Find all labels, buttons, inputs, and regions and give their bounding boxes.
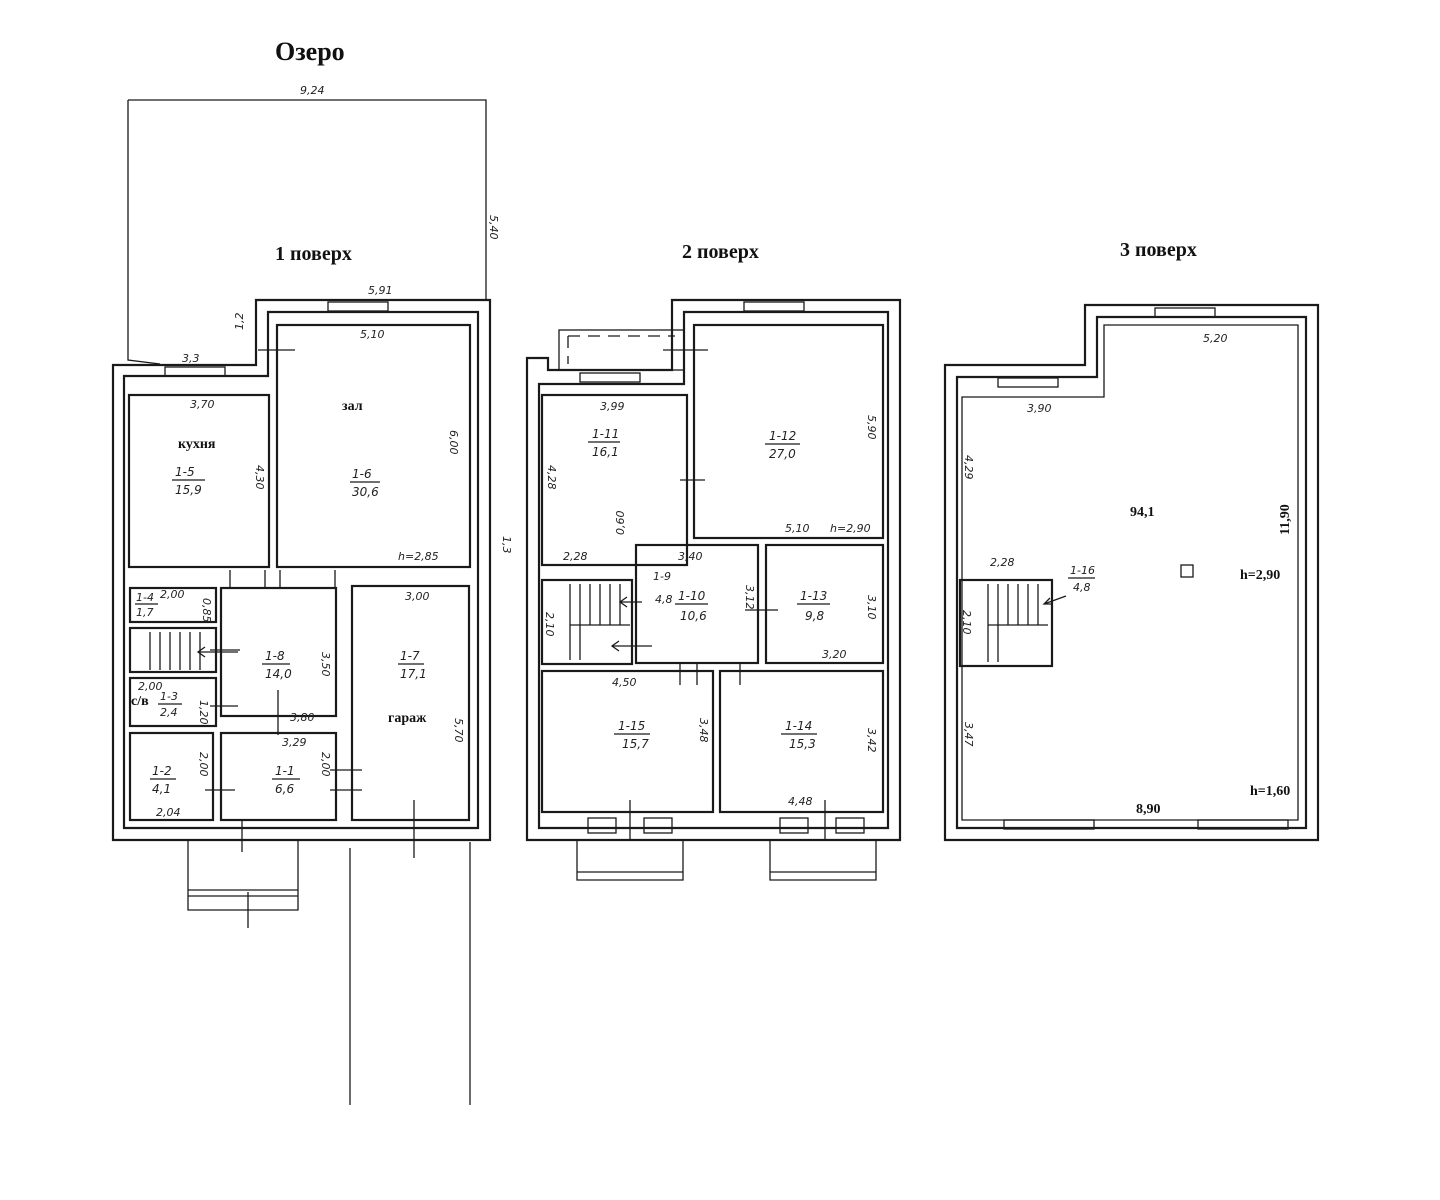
r12-h: 5,90: [865, 415, 878, 440]
f3-left2: 3,47: [962, 722, 975, 747]
r15-w: 4,50: [612, 676, 637, 689]
r2-w: 2,04: [156, 806, 181, 819]
garage-name: гараж: [388, 711, 427, 726]
r11-b: 2,28: [563, 550, 588, 563]
r1-area: 6,6: [275, 782, 294, 796]
hall-area: 14,0: [265, 667, 292, 681]
r15-h: 3,48: [697, 718, 710, 743]
terrace-depth: 5,40: [487, 215, 500, 240]
r2-id: 1-2: [152, 764, 172, 778]
f3-top: 5,20: [1203, 332, 1228, 345]
f3-left1: 4,29: [962, 455, 975, 480]
wc-area: 2,4: [160, 706, 178, 719]
kitchen-area: 15,9: [175, 483, 202, 497]
r9-area: 4,8: [655, 593, 673, 606]
garage-id: 1-7: [400, 649, 420, 663]
r9-h: 2,10: [543, 612, 556, 637]
f3-stairs-area: 4,8: [1073, 581, 1091, 594]
r11-s: 0,60: [614, 511, 627, 536]
r9-id: 1-9: [653, 570, 671, 583]
hall-w: 3,80: [290, 711, 315, 724]
r4-w: 2,00: [160, 588, 185, 601]
r4-h: 0,85: [200, 598, 213, 623]
lake-label: Озеро: [275, 37, 345, 66]
hall-id: 1-8: [265, 649, 285, 663]
terrace-top: 5,91: [368, 284, 393, 297]
r2-h: 2,00: [197, 752, 210, 777]
terrace-outline: [127, 99, 487, 365]
living-area: 30,6: [352, 485, 379, 499]
f3-stairs-h: 2,10: [960, 610, 973, 635]
r2-area: 4,1: [152, 782, 171, 796]
floor1-plan: 9,24 5,40 5,91 3,3 1,2 зал 1-6 30,6: [111, 84, 500, 1105]
kitchen-w: 3,70: [190, 398, 215, 411]
r12-id: 1-12: [769, 429, 796, 443]
f3-area: 94,1: [1130, 505, 1155, 520]
living-h: 6,00: [447, 430, 460, 455]
garage-area: 17,1: [400, 667, 427, 681]
r10-area: 10,6: [680, 609, 707, 623]
r10-h: 3,12: [743, 585, 756, 610]
r12-area: 27,0: [769, 447, 796, 461]
r4-id: 1-4: [136, 591, 154, 604]
f3-stairs-id: 1-16: [1070, 564, 1095, 577]
r11-id: 1-11: [592, 427, 619, 441]
r13-h: 3,10: [865, 595, 878, 620]
r14-h: 3,42: [865, 728, 878, 753]
living-id: 1-6: [352, 467, 372, 481]
r13-id: 1-13: [800, 589, 827, 603]
r11-w: 3,99: [600, 400, 625, 413]
r15-area: 15,7: [622, 737, 649, 751]
r10-w: 3,40: [678, 550, 703, 563]
kitchen-h: 4,30: [253, 465, 266, 490]
floor3-plan: 94,1 5,20 3,90 4,29 11,90 h=2,90 1-16 4,…: [943, 303, 1320, 842]
kitchen-name: кухня: [178, 437, 216, 452]
terrace-width: 9,24: [300, 84, 325, 97]
r14-id: 1-14: [785, 719, 812, 733]
f3-right: 11,90: [1278, 504, 1293, 535]
r11-h: 4,28: [545, 465, 558, 490]
garage-w: 3,00: [405, 590, 430, 603]
hall-h: 3,50: [319, 652, 332, 677]
floor2-plan: 1,3 1-11 16,1 3,99 4,28 2,28 0,60 1-12 2…: [500, 298, 902, 881]
r14-w: 4,48: [788, 795, 813, 808]
floor2-title: 2 поверх: [682, 241, 759, 263]
r4-area: 1,7: [136, 606, 154, 619]
f2-side: 1,3: [500, 536, 513, 554]
garage-h: 5,70: [452, 718, 465, 743]
r1-w: 3,29: [282, 736, 307, 749]
f3-h2: h=1,60: [1250, 784, 1290, 799]
living-w: 5,10: [360, 328, 385, 341]
r11-area: 16,1: [592, 445, 619, 459]
living-note: h=2,85: [398, 550, 439, 563]
terrace-small: 1,2: [233, 313, 246, 331]
f3-bottom: 8,90: [1136, 802, 1161, 817]
living-name: зал: [342, 399, 363, 414]
r13-w: 3,20: [822, 648, 847, 661]
floor3-title: 3 поверх: [1120, 239, 1197, 261]
r14-area: 15,3: [789, 737, 816, 751]
floor1-title: 1 поверх: [275, 243, 352, 265]
f3-w: 3,90: [1027, 402, 1052, 415]
r1-h: 2,00: [319, 752, 332, 777]
wc-w: 2,00: [138, 680, 163, 693]
wc-id: 1-3: [160, 690, 178, 703]
r12-w: 5,10: [785, 522, 810, 535]
f3-h1: h=2,90: [1240, 568, 1280, 583]
r1-id: 1-1: [275, 764, 295, 778]
r12-note: h=2,90: [830, 522, 871, 535]
wc-name: с/в: [131, 694, 149, 709]
f3-stairs-w: 2,28: [990, 556, 1015, 569]
r10-id: 1-10: [678, 589, 706, 603]
terrace-left: 3,3: [182, 352, 200, 365]
kitchen-id: 1-5: [175, 465, 195, 479]
r13-area: 9,8: [805, 609, 824, 623]
r15-id: 1-15: [618, 719, 645, 733]
wc-h: 1,20: [197, 700, 210, 725]
